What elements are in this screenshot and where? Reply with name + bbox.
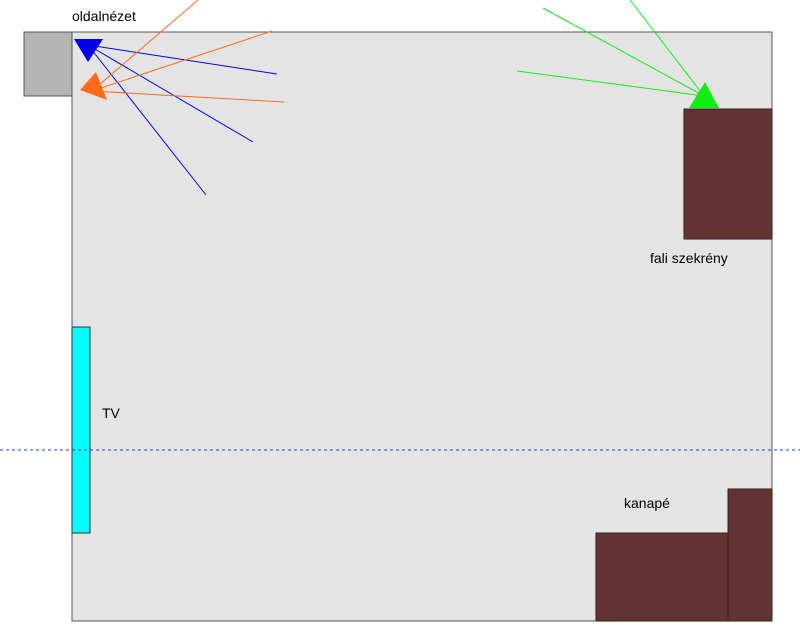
tv-unit [71, 326, 91, 534]
sofa-label: kanapé [624, 495, 670, 511]
green-camera-rays [516, 0, 705, 97]
blue-camera-marker [74, 39, 103, 62]
side-view-box [23, 31, 73, 97]
room-outline [71, 31, 773, 622]
wall-cabinet-label: fali szekrény [650, 250, 728, 266]
side-view-label: oldalnézet [72, 8, 136, 24]
sofa-back [727, 488, 773, 622]
orange-camera-marker [80, 72, 107, 100]
sofa-seat [595, 532, 729, 622]
orange-camera-rays [91, 0, 285, 103]
blue-camera-rays [87, 44, 278, 196]
green-camera-marker [689, 82, 719, 108]
wall-cabinet [683, 108, 773, 240]
tv-label: TV [102, 405, 120, 421]
